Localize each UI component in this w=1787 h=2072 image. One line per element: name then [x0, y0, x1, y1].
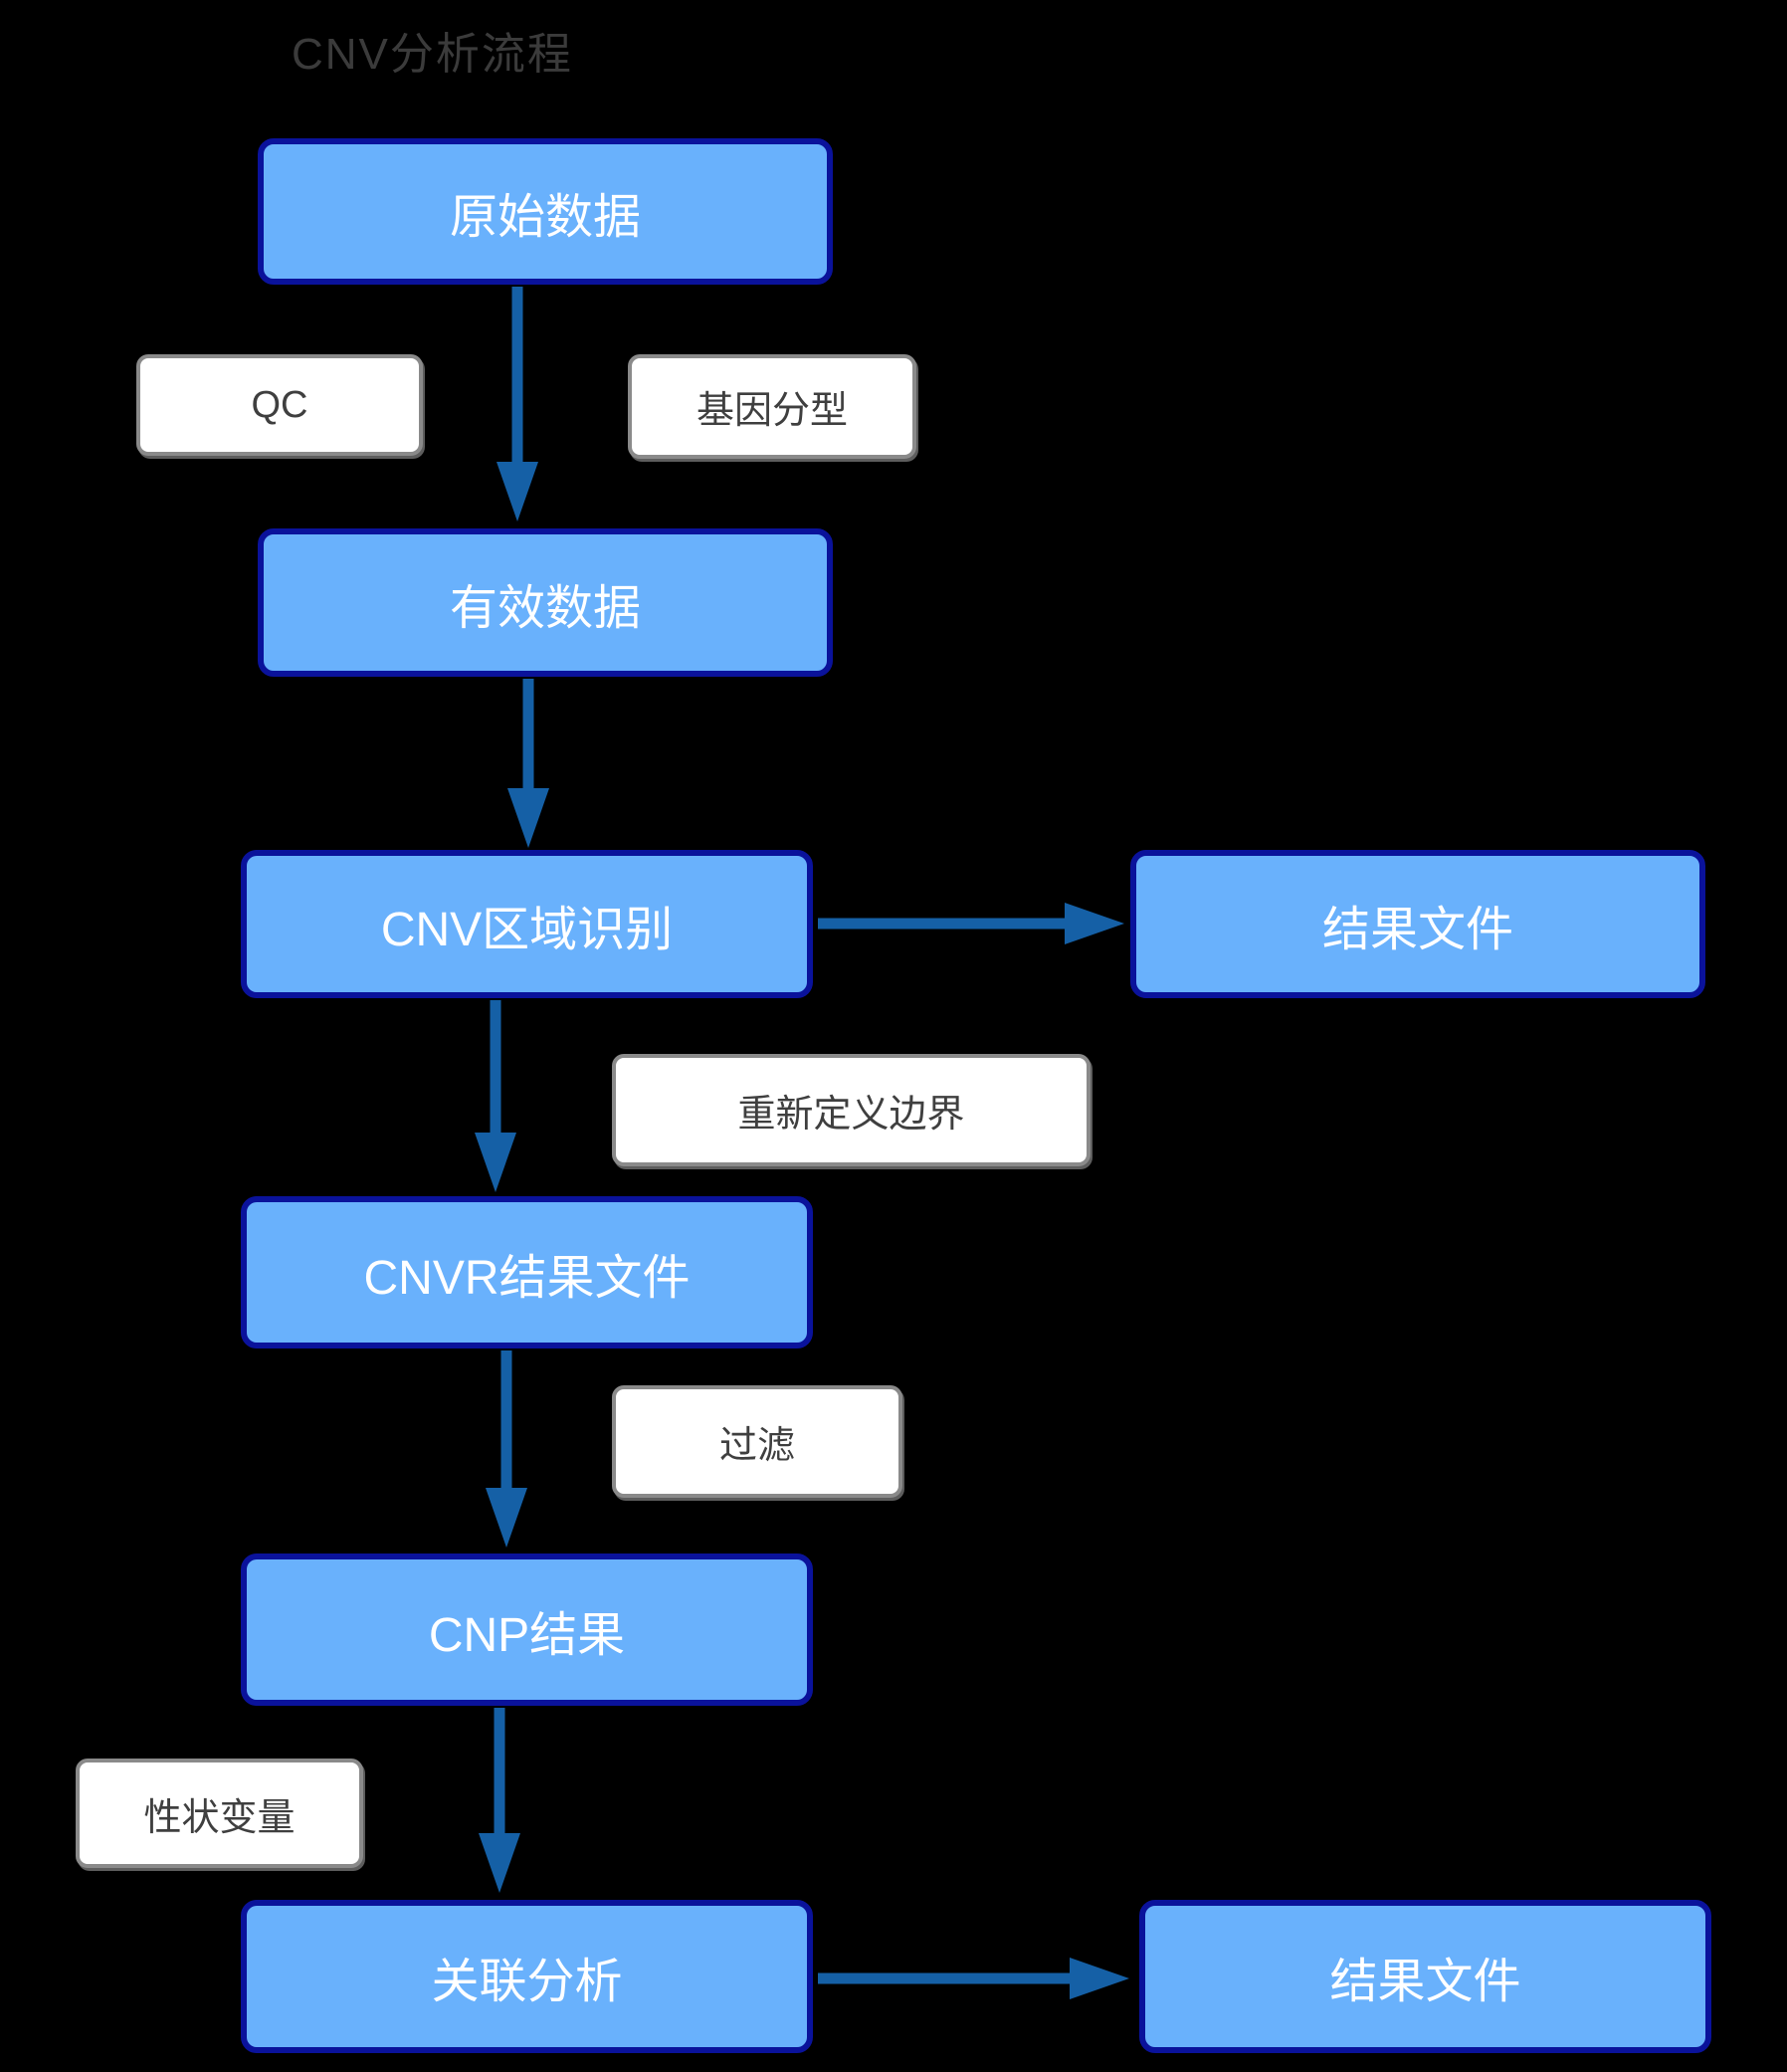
flow-node-label: 结果文件 [1321, 903, 1513, 956]
process-label-text: 重新定义边界 [737, 1094, 965, 1136]
flow-node-raw-data: 原始数据 [258, 138, 833, 285]
flow-node-label: CNVR结果文件 [363, 1251, 691, 1305]
flow-node-valid-data: 有效数据 [258, 528, 833, 677]
process-label-text: QC [251, 383, 308, 426]
flow-node-cnvr-result-file: CNVR结果文件 [241, 1196, 813, 1348]
flow-node-cnv-region-identification: CNV区域识别 [241, 850, 813, 998]
process-label-text: 过滤 [718, 1425, 795, 1467]
flow-node-cnp-result: CNP结果 [241, 1554, 813, 1706]
flow-node-label: CNV区域识别 [380, 903, 674, 956]
diagram-title: CNV分析流程 [292, 30, 573, 79]
arrow-cnvr-to-cnp [486, 1350, 527, 1548]
process-label-filter: 过滤 [612, 1385, 902, 1498]
arrow-cnvregion-to-cnvr [475, 1000, 516, 1192]
flow-node-label: 结果文件 [1329, 1956, 1521, 2008]
arrow-cnvregion-to-result1 [818, 903, 1124, 944]
process-label-qc: QC [136, 354, 423, 456]
flow-node-label: CNP结果 [428, 1608, 626, 1662]
process-label-text: 基因分型 [695, 390, 848, 432]
process-label-trait-variable: 性状变量 [76, 1759, 363, 1868]
flow-node-association-analysis: 关联分析 [241, 1900, 813, 2053]
flow-node-result-file-2: 结果文件 [1139, 1900, 1711, 2053]
arrow-assoc-to-result2 [818, 1958, 1129, 1999]
arrow-valid-to-cnvregion [507, 679, 549, 848]
process-label-redefine-boundary: 重新定义边界 [612, 1054, 1091, 1166]
flow-node-label: 关联分析 [431, 1956, 623, 2008]
process-label-genotyping: 基因分型 [628, 354, 916, 459]
flow-node-label: 有效数据 [449, 581, 641, 635]
flow-node-label: 原始数据 [449, 190, 641, 244]
arrow-raw-to-valid [496, 287, 538, 521]
flow-node-result-file-1: 结果文件 [1130, 850, 1705, 998]
process-label-text: 性状变量 [143, 1796, 296, 1839]
arrow-cnp-to-assoc [479, 1708, 520, 1893]
